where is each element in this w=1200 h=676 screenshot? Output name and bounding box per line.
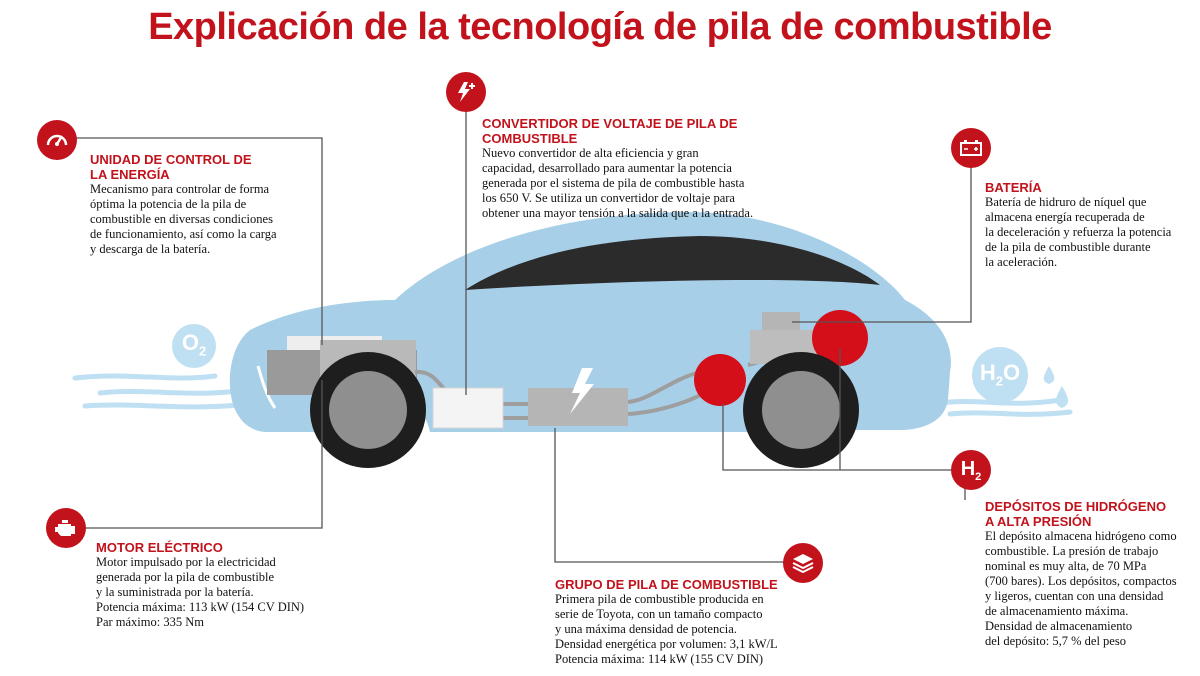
front-wheel (310, 352, 426, 468)
section-heading: BATERÍA (985, 180, 1042, 195)
car-window (465, 236, 880, 290)
section-body: El depósito almacena hidrógeno como comb… (985, 529, 1177, 648)
water-symbol-o: O (1003, 360, 1021, 385)
heading-line-1: UNIDAD DE CONTROL DE (90, 152, 252, 167)
section-body: Nuevo convertidor de alta eficiencia y g… (482, 146, 754, 220)
hydrogen-letter: H (960, 457, 976, 480)
hydrogen-subscript: 2 (975, 470, 982, 483)
rear-wheel (743, 352, 859, 468)
section-body: Batería de hidruro de níquel que almacen… (985, 195, 1172, 269)
water-label: H2O (972, 360, 1028, 388)
section-heading: MOTOR ELÉCTRICO (96, 540, 223, 555)
heading-line-1: CONVERTIDOR DE VOLTAJE DE PILA DE (482, 116, 738, 131)
layers-icon (783, 543, 823, 583)
engine-icon (46, 508, 86, 548)
heading-line-2: COMBUSTIBLE (482, 131, 578, 146)
heading-line-2: LA ENERGÍA (90, 167, 170, 182)
h2-icon: H2 (951, 450, 991, 490)
hydrogen-symbol: H2 (961, 458, 982, 483)
heading-line-2: A ALTA PRESIÓN (985, 514, 1092, 529)
water-bubble (972, 347, 1028, 403)
section-fuel-cell-stack: GRUPO DE PILA DE COMBUSTIBLE Primera pil… (555, 577, 815, 667)
fuel-cell-stack (528, 388, 628, 426)
water-subscript: 2 (995, 373, 1003, 389)
water-symbol-h: H (979, 360, 996, 385)
section-battery: BATERÍA Batería de hidruro de níquel que… (985, 180, 1195, 270)
page-title: Explicación de la tecnología de pila de … (148, 6, 1052, 48)
oxygen-label: O2 (174, 330, 214, 358)
heading-line-1: DEPÓSITOS DE HIDRÓGENO (985, 499, 1167, 514)
voltage-boost-icon (446, 72, 486, 112)
section-body: Primera pila de combustible producida en… (555, 592, 778, 666)
section-electric-motor: MOTOR ELÉCTRICO Motor impulsado por la e… (96, 540, 326, 630)
section-body: Mecanismo para controlar de forma óptima… (90, 182, 277, 256)
water-drop-icon (1043, 366, 1055, 384)
section-heading: GRUPO DE PILA DE COMBUSTIBLE (555, 577, 778, 592)
gauge-icon (37, 120, 77, 160)
hydrogen-tank-rear (812, 310, 868, 366)
oxygen-bubble (172, 324, 216, 368)
section-body: Motor impulsado por la electricidad gene… (96, 555, 305, 629)
battery-icon (951, 128, 991, 168)
oxygen-subscript: 2 (198, 343, 207, 359)
lightning-icon (570, 368, 594, 414)
headlight (256, 365, 277, 409)
hydrogen-tank-front (694, 354, 746, 406)
oxygen-symbol: O (181, 330, 199, 355)
water-drop-icon (1055, 386, 1069, 408)
voltage-converter (432, 387, 504, 429)
